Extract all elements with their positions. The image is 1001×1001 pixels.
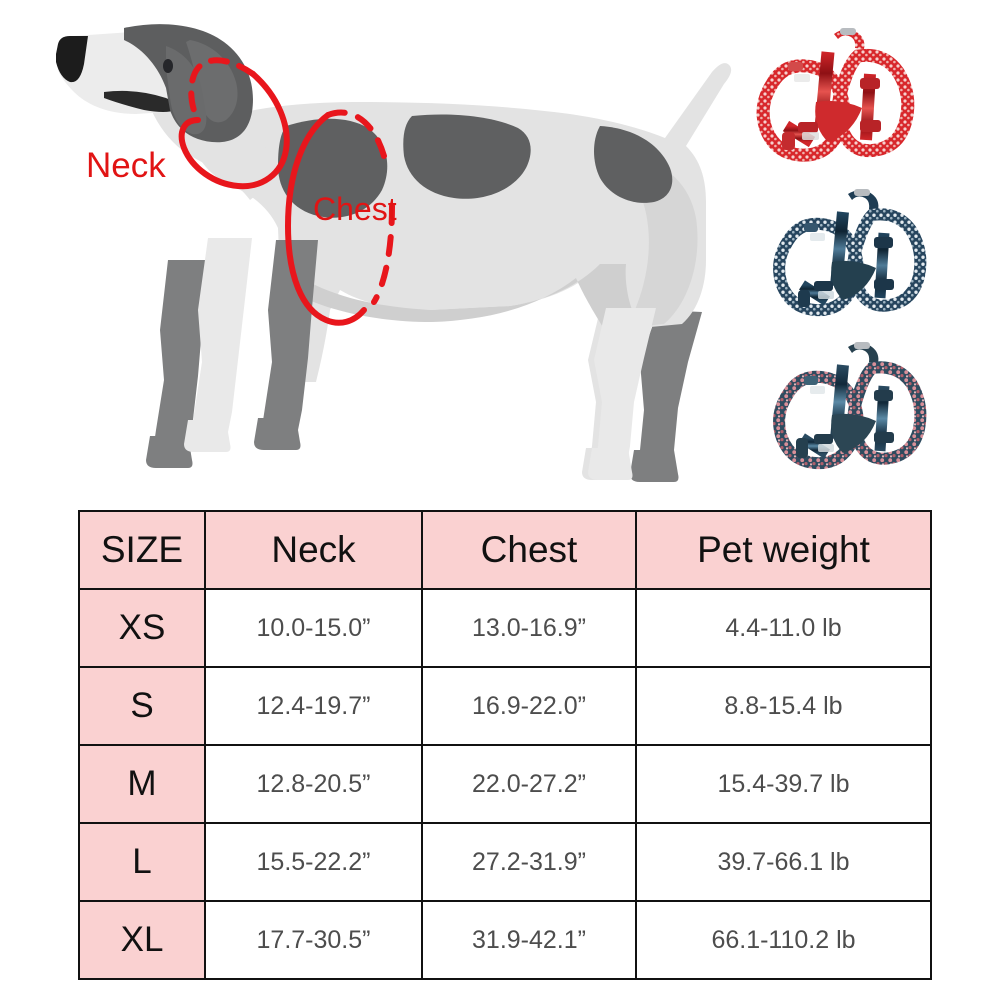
- cell-neck: 12.8-20.5”: [204, 744, 423, 824]
- cell-chest: 13.0-16.9”: [421, 588, 637, 668]
- column-header-weight: Pet weight: [635, 510, 932, 590]
- neck-measure-ring-icon: [178, 57, 290, 190]
- dog-silhouette-icon: [56, 24, 732, 482]
- product-thumbnail-harness-blue: [773, 189, 927, 317]
- product-thumbnail-harness-pink: [773, 342, 927, 470]
- product-thumbnail-harness-red: [756, 28, 915, 162]
- cell-weight: 15.4-39.7 lb: [635, 744, 932, 824]
- cell-neck: 10.0-15.0”: [204, 588, 423, 668]
- neck-label: Neck: [86, 146, 166, 185]
- cell-chest: 16.9-22.0”: [421, 666, 637, 746]
- cell-size: S: [78, 666, 206, 746]
- cell-size: M: [78, 744, 206, 824]
- cell-size: XL: [78, 900, 206, 980]
- measurement-illustration: Neck Chest: [0, 0, 1001, 500]
- table-row: L 15.5-22.2” 27.2-31.9” 39.7-66.1 lb: [78, 822, 932, 902]
- table-row: XL 17.7-30.5” 31.9-42.1” 66.1-110.2 lb: [78, 900, 932, 980]
- cell-weight: 39.7-66.1 lb: [635, 822, 932, 902]
- size-chart-table: SIZE Neck Chest Pet weight XS 10.0-15.0”…: [78, 510, 932, 980]
- table-body: XS 10.0-15.0” 13.0-16.9” 4.4-11.0 lb S 1…: [78, 588, 932, 980]
- table-row: S 12.4-19.7” 16.9-22.0” 8.8-15.4 lb: [78, 666, 932, 746]
- table-row: M 12.8-20.5” 22.0-27.2” 15.4-39.7 lb: [78, 744, 932, 824]
- cell-weight: 4.4-11.0 lb: [635, 588, 932, 668]
- cell-chest: 31.9-42.1”: [421, 900, 637, 980]
- cell-weight: 66.1-110.2 lb: [635, 900, 932, 980]
- cell-chest: 27.2-31.9”: [421, 822, 637, 902]
- table-header-row: SIZE Neck Chest Pet weight: [78, 510, 932, 590]
- cell-weight: 8.8-15.4 lb: [635, 666, 932, 746]
- cell-chest: 22.0-27.2”: [421, 744, 637, 824]
- cell-size: L: [78, 822, 206, 902]
- table-row: XS 10.0-15.0” 13.0-16.9” 4.4-11.0 lb: [78, 588, 932, 668]
- cell-neck: 15.5-22.2”: [204, 822, 423, 902]
- column-header-neck: Neck: [204, 510, 423, 590]
- chest-measure-ring-icon: [284, 109, 395, 326]
- column-header-chest: Chest: [421, 510, 637, 590]
- cell-size: XS: [78, 588, 206, 668]
- cell-neck: 17.7-30.5”: [204, 900, 423, 980]
- table-header: SIZE Neck Chest Pet weight: [78, 510, 932, 590]
- chest-label: Chest: [313, 191, 397, 227]
- cell-neck: 12.4-19.7”: [204, 666, 423, 746]
- column-header-size: SIZE: [78, 510, 206, 590]
